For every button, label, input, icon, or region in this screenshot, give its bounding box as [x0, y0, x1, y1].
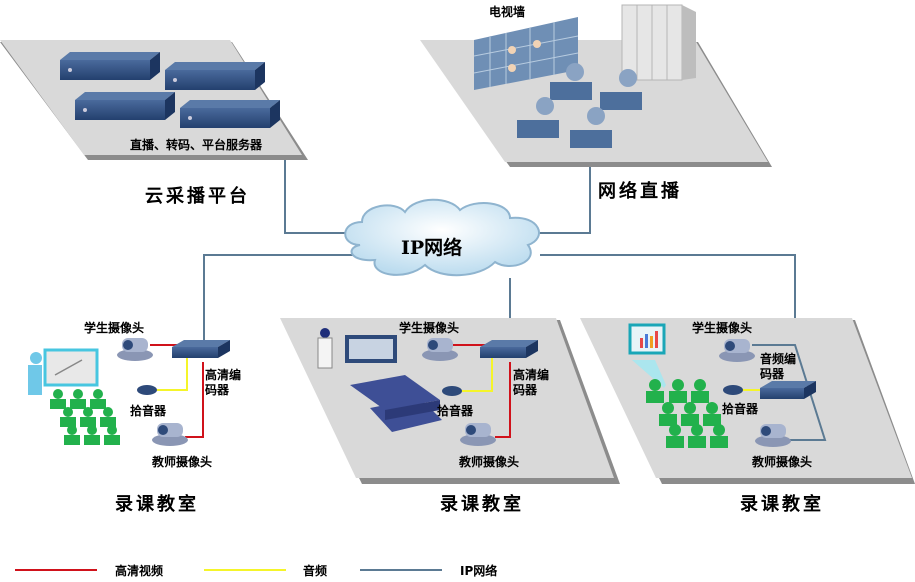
- hd-encoder-icon: [480, 340, 538, 358]
- audio-encoder-icon: [760, 381, 816, 399]
- encoder-label-line1: 高清编: [513, 368, 550, 382]
- ip-link-classroom-1: [203, 254, 360, 342]
- live-broadcast-title: 网络直播: [598, 181, 682, 202]
- teacher-camera-label: 教师摄像头: [152, 455, 213, 469]
- classroom-3-area: [580, 318, 915, 484]
- server-icon: [60, 52, 160, 80]
- microphone-icon: [442, 386, 462, 396]
- server-rack-icon: [621, 4, 696, 81]
- hd-encoder-icon: [172, 340, 230, 358]
- display-screen-icon: [345, 335, 397, 363]
- students-icon: [50, 389, 120, 445]
- teacher-camera-label: 教师摄像头: [752, 455, 813, 469]
- attendee-desk-icon: [517, 63, 642, 148]
- teacher-camera-label: 教师摄像头: [459, 455, 520, 469]
- legend-label-ip-network: IP网络: [460, 564, 498, 578]
- student-camera-label: 学生摄像头: [399, 321, 460, 335]
- student-camera-icon: [422, 338, 458, 361]
- students-icon: [646, 379, 728, 448]
- server-icon: [165, 62, 265, 90]
- hd-video-link-teacher-cam: [495, 362, 511, 438]
- microphone-icon: [723, 385, 743, 395]
- cloud-platform-area: [0, 40, 308, 160]
- ip-network-cloud: [344, 198, 540, 277]
- classroom-1-title: 录课教室: [115, 494, 199, 515]
- encoder-label-line1: 音频编: [760, 352, 797, 366]
- teacher-camera-icon: [755, 424, 791, 447]
- server-icon: [75, 92, 175, 120]
- ip-network-label: IP网络: [401, 237, 463, 259]
- classroom-3-title: 录课教室: [740, 494, 824, 515]
- tv-wall-icon: [473, 17, 579, 90]
- hd-video-link-teacher-cam: [185, 362, 204, 438]
- doctor-icon: [317, 328, 333, 369]
- tv-wall-label: 电视墙: [489, 5, 526, 19]
- ip-link-cloud-platform: [284, 160, 360, 234]
- audio-link-mic: [157, 358, 188, 391]
- microphone-label: 拾音器: [437, 404, 474, 418]
- teacher-camera-icon: [460, 423, 496, 446]
- live-broadcast-area: [420, 4, 772, 167]
- microphone-label: 拾音器: [722, 402, 759, 416]
- conference-table-icon: [350, 375, 442, 432]
- encoder-label-line1: 高清编: [205, 368, 242, 382]
- projector-screen-icon: [628, 323, 666, 388]
- ip-link-live-broadcast: [535, 160, 591, 234]
- legend-label-hd-video: 高清视频: [115, 564, 164, 578]
- classroom-2-area: [280, 318, 620, 484]
- teacher-camera-icon: [152, 423, 188, 446]
- cloud-platform-title: 云采播平台: [145, 186, 250, 207]
- microphone-icon: [137, 385, 157, 395]
- platform-surface: [580, 318, 912, 478]
- classroom-1-area: [28, 338, 230, 446]
- student-camera-label: 学生摄像头: [84, 321, 145, 335]
- student-camera-icon: [719, 339, 755, 362]
- encoder-label-line2: 码器: [513, 383, 538, 397]
- legend-label-audio: 音频: [303, 564, 328, 578]
- audio-link-mic: [462, 358, 493, 392]
- microphone-label: 拾音器: [130, 404, 167, 418]
- student-camera-icon: [117, 338, 153, 361]
- student-camera-label: 学生摄像头: [692, 321, 753, 335]
- encoder-label-line2: 码器: [205, 383, 230, 397]
- encoder-label-line2: 码器: [760, 367, 785, 381]
- teacher-board-icon: [28, 348, 99, 395]
- classroom-2-title: 录课教室: [440, 494, 524, 515]
- servers-label: 直播、转码、平台服务器: [130, 138, 263, 152]
- server-icon: [180, 100, 280, 128]
